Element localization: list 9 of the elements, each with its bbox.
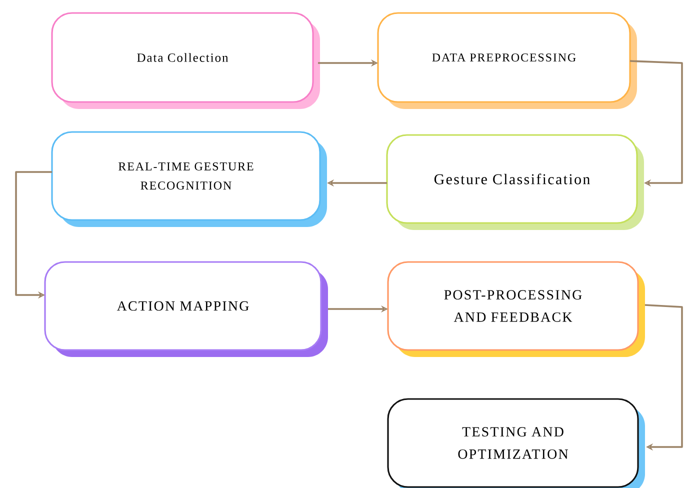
process-box: DATA PREPROCESSING — [377, 12, 637, 109]
process-box: REAL-TIME GESTURE RECOGNITION — [51, 131, 327, 227]
arrow — [644, 304, 683, 451]
process-box: Data Collection — [51, 12, 320, 109]
process-box: TESTING AND OPTIMIZATION — [387, 398, 645, 488]
process-box: POST-PROCESSING AND FEEDBACK — [387, 261, 645, 357]
arrow — [630, 60, 683, 187]
process-box: Gesture Classification — [386, 134, 644, 230]
process-box: ACTION MAPPING — [44, 261, 328, 357]
